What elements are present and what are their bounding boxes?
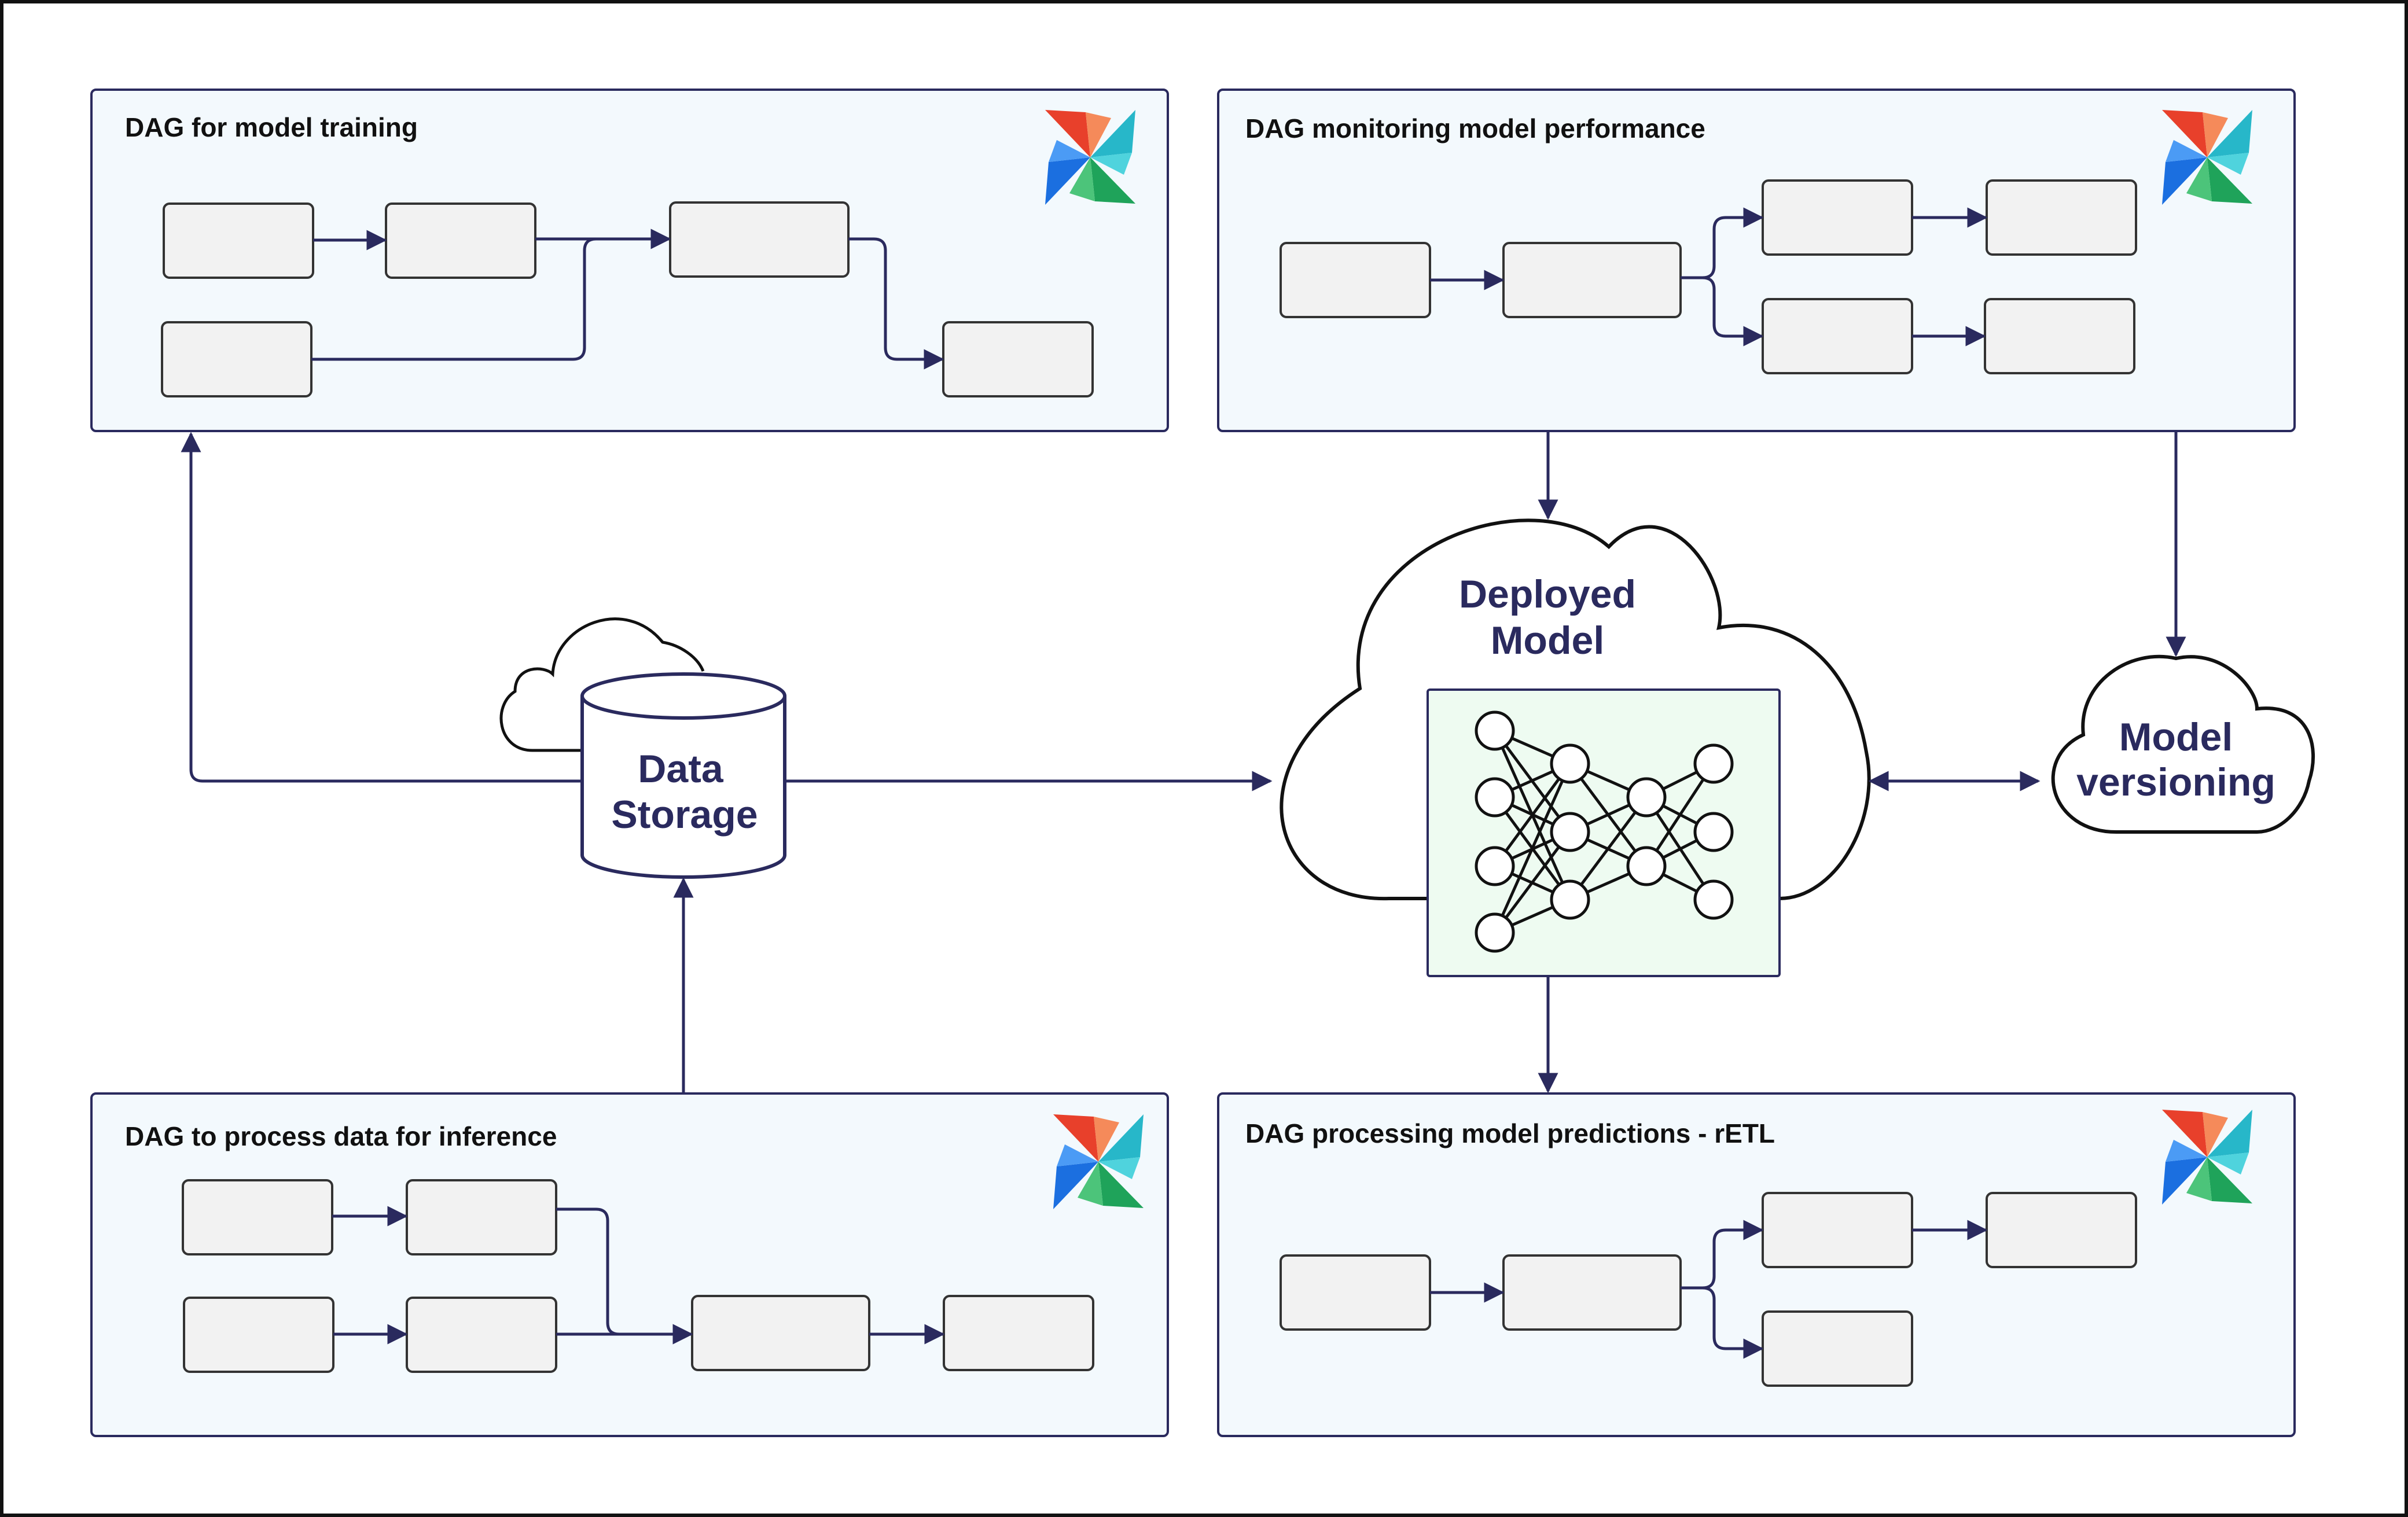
neural-network-edge bbox=[1493, 831, 1572, 934]
panel-inference: DAG to process data for inference bbox=[90, 1092, 1169, 1437]
model-versioning-label-line2: versioning bbox=[2076, 760, 2275, 804]
neural-network-node bbox=[1626, 777, 1667, 818]
task-box bbox=[1280, 1254, 1431, 1331]
panel-monitoring: DAG monitoring model performance bbox=[1217, 89, 2296, 432]
model-versioning-label-line1: Model bbox=[2119, 715, 2233, 759]
neural-network-node bbox=[1550, 743, 1590, 784]
panel-predictions: DAG processing model predictions - rETL bbox=[1217, 1092, 2296, 1437]
panel-title-training: DAG for model training bbox=[125, 112, 418, 142]
edge-arrow bbox=[848, 237, 944, 370]
cloud-icon bbox=[2051, 654, 2315, 834]
neural-network-node bbox=[1693, 743, 1734, 784]
task-box bbox=[942, 321, 1094, 397]
neural-network-icon bbox=[1475, 710, 1734, 953]
model-versioning-node: Model versioning bbox=[2051, 654, 2315, 834]
neural-network-edge bbox=[1493, 763, 1572, 867]
neural-network-node bbox=[1475, 710, 1515, 751]
task-box bbox=[182, 1179, 333, 1255]
neural-network-edge bbox=[1568, 796, 1648, 901]
task-box bbox=[1762, 1310, 1913, 1387]
neural-network-edge bbox=[1645, 763, 1715, 867]
edge-arrow bbox=[556, 1207, 693, 1345]
task-box bbox=[163, 202, 314, 279]
task-box bbox=[161, 321, 313, 397]
task-box bbox=[1280, 242, 1431, 318]
task-box bbox=[1762, 179, 1913, 256]
task-box bbox=[406, 1297, 557, 1373]
neural-network-node bbox=[1475, 846, 1515, 886]
panel-model-training: DAG for model training bbox=[90, 89, 1169, 432]
panel-title-predictions: DAG processing model predictions - rETL bbox=[1245, 1118, 1775, 1148]
database-cylinder-icon bbox=[580, 672, 786, 879]
neural-network-edge bbox=[1493, 763, 1572, 934]
task-box bbox=[183, 1297, 334, 1373]
task-box bbox=[1762, 1192, 1913, 1268]
neural-network-node bbox=[1693, 812, 1734, 852]
task-box bbox=[1984, 298, 2135, 374]
data-storage-node: Data Storage bbox=[499, 617, 786, 879]
neural-network-node bbox=[1626, 846, 1667, 886]
arrow-storage-to-training bbox=[181, 432, 582, 783]
neural-network-node bbox=[1693, 879, 1734, 920]
neural-network-node bbox=[1550, 812, 1590, 852]
data-storage-label-line1: Data bbox=[638, 747, 724, 791]
deployed-model-label-line2: Model bbox=[1491, 618, 1604, 662]
neural-network-node bbox=[1475, 912, 1515, 953]
deployed-model-node: Deployed Model bbox=[1280, 518, 1871, 977]
task-box bbox=[385, 202, 536, 279]
task-box bbox=[1986, 179, 2137, 256]
panel-title-monitoring: DAG monitoring model performance bbox=[1245, 113, 1705, 143]
task-box bbox=[1986, 1192, 2137, 1268]
task-box bbox=[943, 1295, 1094, 1371]
edge-arrow bbox=[311, 229, 671, 361]
neural-network-node bbox=[1475, 777, 1515, 818]
neural-network-node bbox=[1550, 879, 1590, 920]
task-box bbox=[1502, 1254, 1682, 1331]
panel-title-inference: DAG to process data for inference bbox=[125, 1121, 557, 1151]
task-box bbox=[406, 1179, 557, 1255]
task-box bbox=[1762, 298, 1913, 374]
task-box bbox=[691, 1295, 870, 1371]
edge-arrow bbox=[1681, 1286, 1764, 1359]
data-storage-label-line2: Storage bbox=[611, 793, 758, 837]
deployed-model-label-line1: Deployed bbox=[1459, 572, 1636, 616]
task-box bbox=[669, 201, 850, 278]
task-box bbox=[1502, 242, 1682, 318]
edge-arrow bbox=[1681, 276, 1764, 347]
